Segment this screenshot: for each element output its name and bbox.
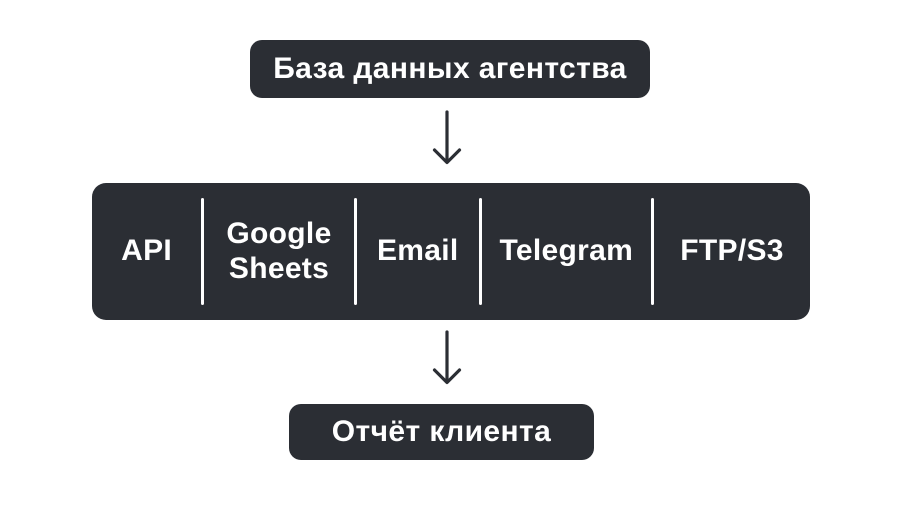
arrow-down-icon (432, 110, 462, 165)
channel-telegram: Telegram (482, 183, 651, 320)
channel-email: Email (357, 183, 479, 320)
channel-label: Telegram (499, 234, 634, 268)
channel-label: Google Sheets (226, 217, 332, 285)
output-node: Отчёт клиента (289, 404, 594, 460)
divider (201, 198, 205, 305)
divider (651, 198, 655, 305)
source-node: База данных агентства (250, 40, 650, 98)
channels-bar: API Google Sheets Email Telegram FTP/S3 (92, 183, 810, 320)
channel-ftp-s3: FTP/S3 (654, 183, 810, 320)
arrow-down-icon (432, 330, 462, 385)
source-node-label: База данных агентства (273, 52, 627, 85)
channel-label: API (121, 234, 173, 268)
output-node-label: Отчёт клиента (331, 415, 552, 448)
channel-label: FTP/S3 (680, 234, 784, 268)
channel-google-sheets: Google Sheets (204, 183, 354, 320)
divider (353, 198, 357, 305)
channel-api: API (92, 183, 201, 320)
divider (478, 198, 482, 305)
channel-label: Email (376, 234, 459, 268)
